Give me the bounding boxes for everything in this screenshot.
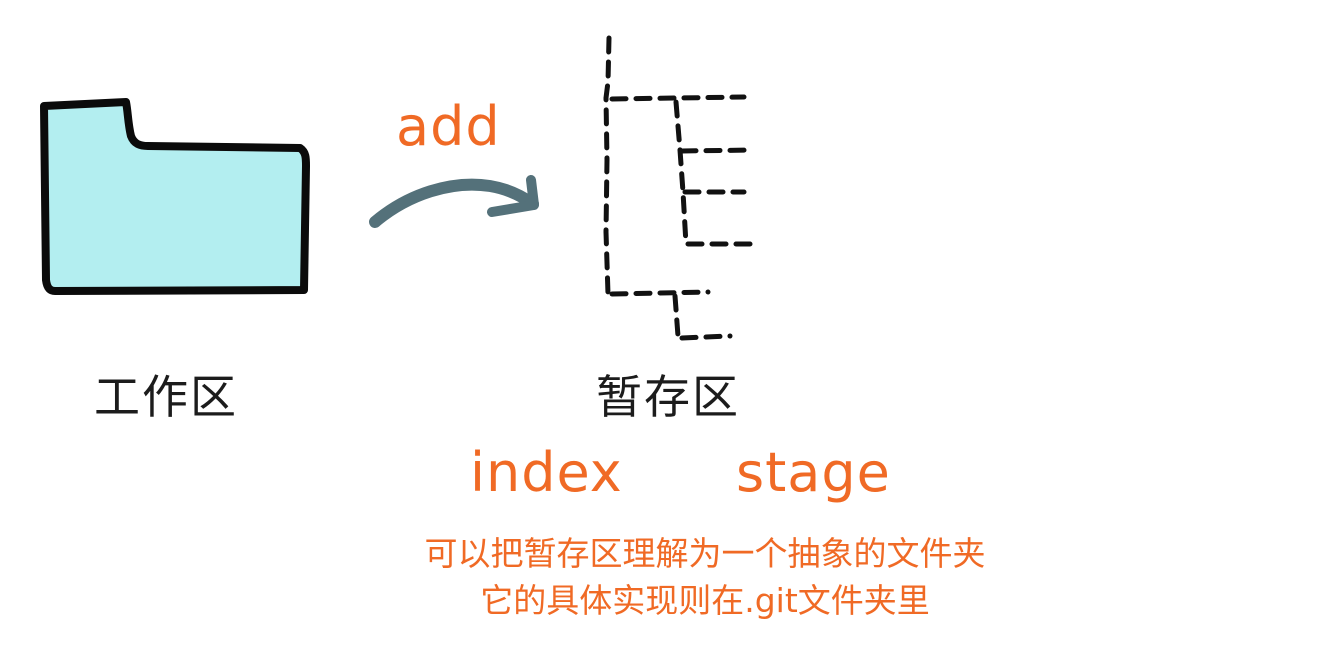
folder-icon xyxy=(40,98,310,295)
index-label: index xyxy=(470,441,623,504)
caption-line-2: 它的具体实现则在.git文件夹里 xyxy=(480,581,930,620)
caption-line-1: 可以把暂存区理解为一个抽象的文件夹 xyxy=(424,534,986,573)
staging-area-label: 暂存区 xyxy=(596,370,740,424)
workspace-label: 工作区 xyxy=(94,370,238,424)
add-label: add xyxy=(396,95,501,158)
stage-label: stage xyxy=(736,441,891,504)
curved-arrow-icon xyxy=(369,175,539,228)
tree-icon xyxy=(603,35,755,341)
